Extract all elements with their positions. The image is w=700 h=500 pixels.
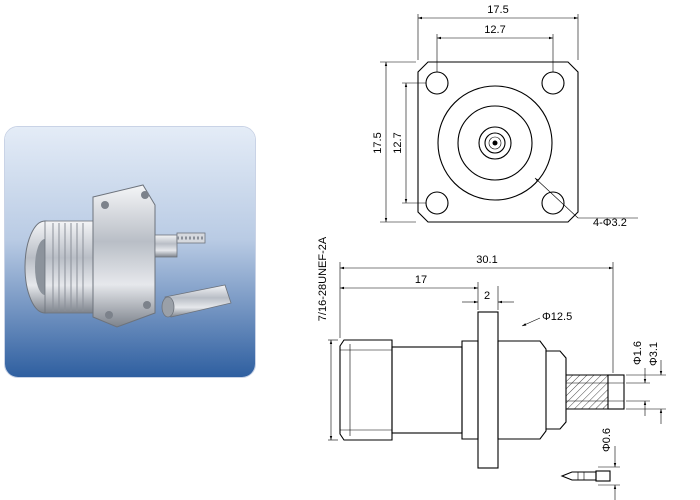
ferrule-photo bbox=[161, 284, 232, 318]
hole-callout: 4-Φ3.2 bbox=[593, 217, 627, 229]
connector-photo bbox=[24, 184, 206, 328]
crimp-sleeve bbox=[565, 374, 609, 410]
dim-sleeve-inner: Φ1.6 bbox=[632, 341, 644, 365]
contact-pin bbox=[560, 470, 611, 482]
outer-ring bbox=[437, 85, 553, 201]
rear-body bbox=[497, 340, 547, 440]
flange-outline bbox=[417, 61, 579, 223]
dim-width-inner: 12.7 bbox=[484, 24, 505, 36]
dim-partial-length: 17 bbox=[415, 274, 427, 286]
product-photo-panel bbox=[4, 126, 256, 378]
center-pin bbox=[492, 140, 498, 146]
main-body bbox=[391, 346, 463, 434]
dim-height-inner: 12.7 bbox=[392, 132, 404, 153]
side-view: 30.1 17 2 Φ12.5 7/16-28UNEF-2A Φ1.6 Φ3.1 bbox=[317, 236, 666, 500]
dim-thread-spec: 7/16-28UNEF-2A bbox=[317, 236, 329, 321]
dim-total-length: 30.1 bbox=[476, 254, 497, 266]
front-view: 17.5 12.7 17.5 12.7 4-Φ3.2 bbox=[372, 4, 638, 229]
dim-height-outer: 17.5 bbox=[372, 132, 384, 153]
dim-width-outer: 17.5 bbox=[487, 4, 508, 16]
dim-flange-diameter: Φ12.5 bbox=[542, 311, 572, 323]
side-flange bbox=[477, 311, 499, 469]
thread-body bbox=[339, 339, 393, 441]
dim-flange-thickness: 2 bbox=[484, 290, 490, 302]
dim-pin-diameter: Φ0.6 bbox=[601, 428, 613, 452]
dim-sleeve-outer: Φ3.1 bbox=[648, 342, 660, 366]
